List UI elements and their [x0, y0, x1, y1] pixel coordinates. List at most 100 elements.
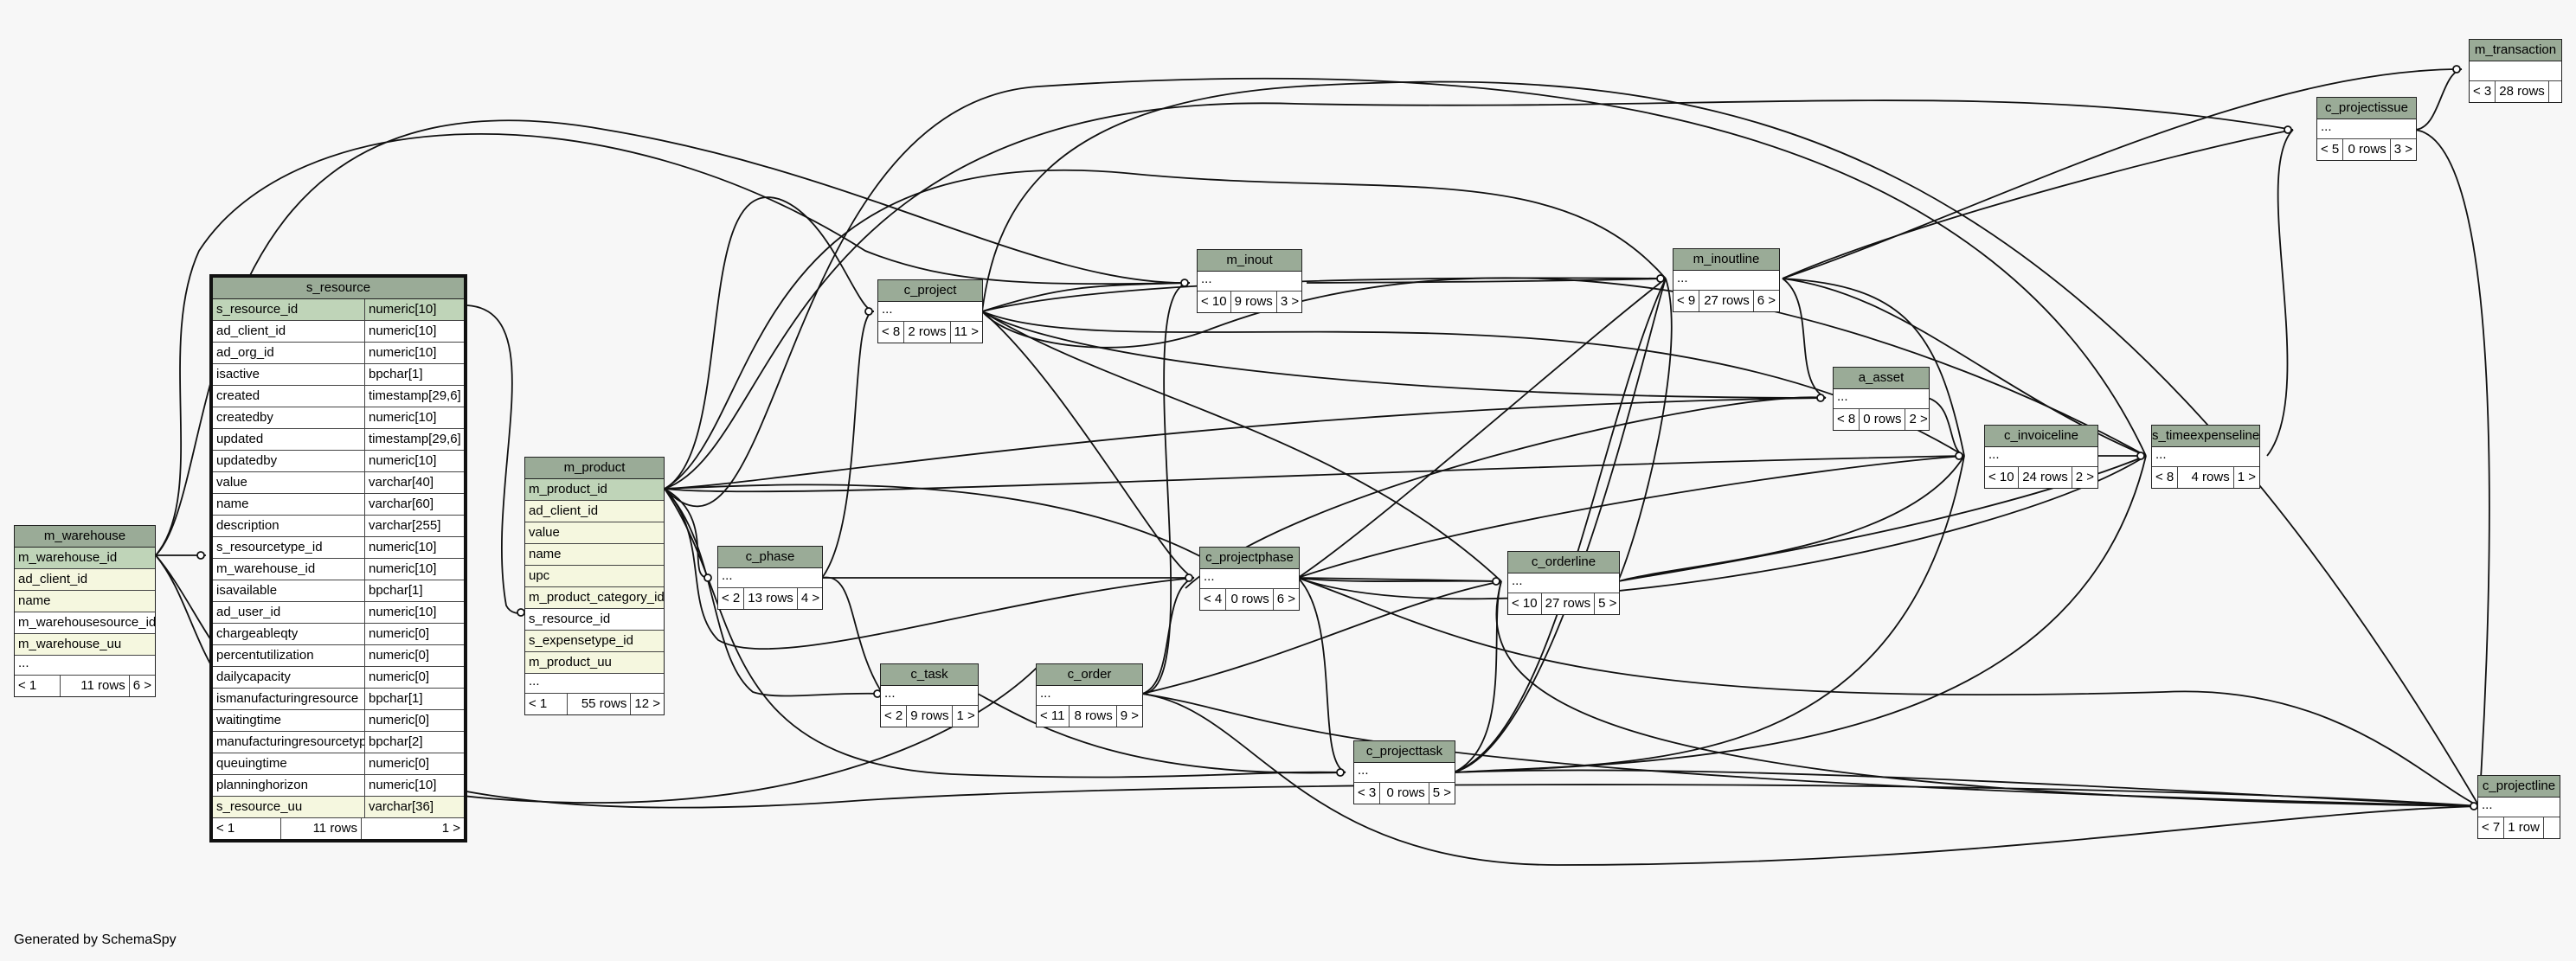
table-ellipsis: ... — [2317, 119, 2416, 139]
table-c-project[interactable]: c_project ... < 8 2 rows 11 > — [877, 279, 983, 343]
table-title: c_phase — [718, 547, 822, 568]
table-footer: < 10 9 rows 3 > — [1198, 292, 1301, 312]
table-title: m_warehouse — [15, 526, 155, 548]
table-title: m_inoutline — [1673, 249, 1779, 271]
table-m-inoutline[interactable]: m_inoutline ... < 9 27 rows 6 > — [1673, 248, 1780, 312]
column-row: m_warehouse_uu — [15, 634, 155, 656]
table-title: c_task — [881, 664, 978, 686]
table-ellipsis: ... — [1834, 389, 1929, 409]
table-footer: < 4 0 rows 6 > — [1200, 589, 1299, 610]
table-title: c_projecttask — [1354, 741, 1455, 763]
column-row: upc — [525, 566, 664, 587]
table-title: c_projectphase — [1200, 548, 1299, 569]
table-m-warehouse[interactable]: m_warehouse m_warehouse_id ad_client_id … — [14, 525, 156, 697]
table-footer: < 1 55 rows 12 > — [525, 694, 664, 714]
column-row: m_product_category_id — [525, 587, 664, 609]
table-title: s_resource — [213, 278, 464, 299]
table-footer: < 8 2 rows 11 > — [878, 322, 982, 343]
table-c-orderline[interactable]: c_orderline ... < 10 27 rows 5 > — [1507, 551, 1620, 615]
table-ellipsis: ... — [525, 674, 664, 694]
table-title: m_product — [525, 458, 664, 479]
column-row: value — [525, 522, 664, 544]
table-ellipsis: ... — [1985, 447, 2097, 467]
column-row: ad_client_id — [15, 569, 155, 591]
table-footer: < 10 27 rows 5 > — [1508, 593, 1619, 614]
table-c-projectissue[interactable]: c_projectissue ... < 5 0 rows 3 > — [2316, 97, 2417, 161]
table-c-task[interactable]: c_task ... < 2 9 rows 1 > — [880, 663, 979, 727]
table-title: c_projectline — [2478, 776, 2560, 798]
table-title: a_asset — [1834, 368, 1929, 389]
table-footer: < 2 9 rows 1 > — [881, 706, 978, 727]
table-title: m_inout — [1198, 250, 1301, 272]
table-footer: < 3 0 rows 5 > — [1354, 783, 1455, 804]
table-c-projectline[interactable]: c_projectline ... < 7 1 row — [2477, 775, 2560, 839]
table-m-inout[interactable]: m_inout ... < 10 9 rows 3 > — [1197, 249, 1302, 313]
table-footer: < 7 1 row — [2478, 817, 2560, 838]
table-title: s_timeexpenseline — [2152, 426, 2259, 447]
table-c-phase[interactable]: c_phase ... < 2 13 rows 4 > — [717, 546, 823, 610]
table-ellipsis: ... — [881, 686, 978, 706]
table-title: c_project — [878, 280, 982, 302]
table-ellipsis: ... — [15, 656, 155, 676]
table-ellipsis: ... — [718, 568, 822, 588]
table-m-transaction[interactable]: m_transaction < 3 28 rows — [2469, 39, 2562, 103]
table-footer: < 8 0 rows 2 > — [1834, 409, 1929, 430]
column-row: m_warehouse_id — [15, 548, 155, 569]
table-s-timeexpenseline[interactable]: s_timeexpenseline ... < 8 4 rows 1 > — [2151, 425, 2260, 489]
table-ellipsis: ... — [2478, 798, 2560, 817]
table-ellipsis: ... — [1508, 573, 1619, 593]
table-c-order[interactable]: c_order ... < 11 8 rows 9 > — [1036, 663, 1143, 727]
table-title: c_orderline — [1508, 552, 1619, 573]
table-c-projectphase[interactable]: c_projectphase ... < 4 0 rows 6 > — [1199, 547, 1300, 611]
table-footer: < 5 0 rows 3 > — [2317, 139, 2416, 160]
table-footer: < 9 27 rows 6 > — [1673, 291, 1779, 311]
table-c-projecttask[interactable]: c_projecttask ... < 3 0 rows 5 > — [1353, 740, 1455, 804]
table-ellipsis: ... — [1354, 763, 1455, 783]
table-c-invoiceline[interactable]: c_invoiceline ... < 10 24 rows 2 > — [1984, 425, 2098, 489]
column-row: name — [525, 544, 664, 566]
table-footer: < 10 24 rows 2 > — [1985, 467, 2097, 488]
column-row: s_resource_id — [525, 609, 664, 631]
table-title: c_projectissue — [2317, 98, 2416, 119]
column-row: name — [15, 591, 155, 612]
column-row: ad_client_id — [525, 501, 664, 522]
table-a-asset[interactable]: a_asset ... < 8 0 rows 2 > — [1833, 367, 1930, 431]
table-footer: < 1 11 rows 6 > — [15, 676, 155, 696]
table-title: c_order — [1037, 664, 1142, 686]
table-ellipsis — [2470, 61, 2561, 81]
table-ellipsis: ... — [878, 302, 982, 322]
table-footer: < 11 8 rows 9 > — [1037, 706, 1142, 727]
column-row: m_product_id — [525, 479, 664, 501]
table-footer: < 1 11 rows 1 > — [213, 817, 464, 839]
table-footer: < 3 28 rows — [2470, 81, 2561, 102]
column-row: m_product_uu — [525, 652, 664, 674]
table-ellipsis: ... — [2152, 447, 2259, 467]
table-ellipsis: ... — [1673, 271, 1779, 291]
generated-by-label: Generated by SchemaSpy — [14, 932, 177, 947]
table-m-product[interactable]: m_product m_product_id ad_client_id valu… — [524, 457, 665, 715]
